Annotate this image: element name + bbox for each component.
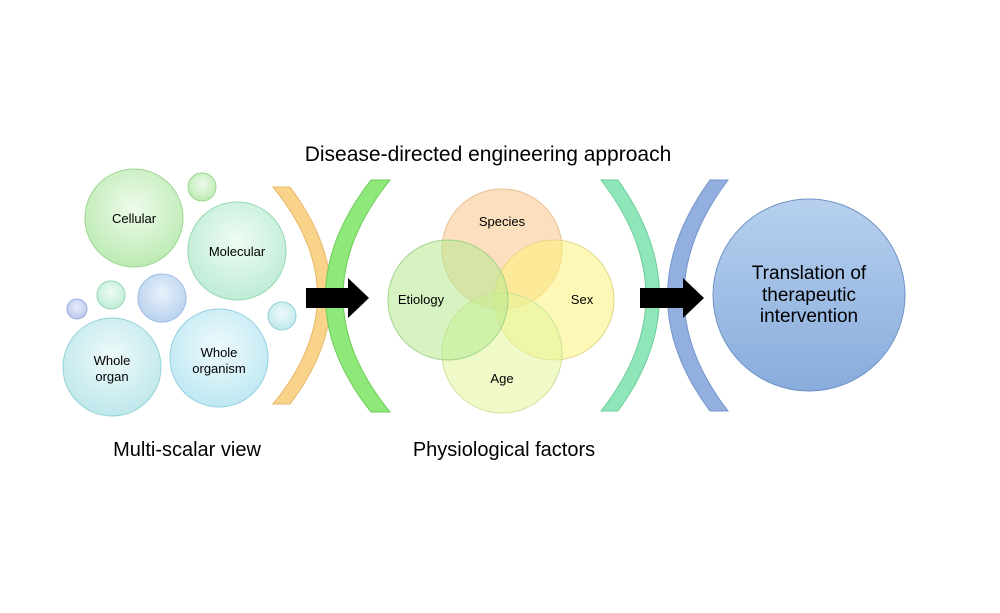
teal-arc — [599, 179, 660, 412]
multiscalar-cluster: Cellular Molecular Whole organ Whole org… — [62, 168, 297, 417]
physiological-venn: Species Etiology Sex Age — [387, 188, 615, 414]
species-label: Species — [479, 214, 526, 229]
arrow-right-1 — [306, 278, 369, 318]
molecular-bubble — [187, 201, 287, 301]
cellular-label: Cellular — [112, 211, 157, 226]
whole-organ-label-line2: organ — [95, 369, 128, 384]
whole-organism-bubble — [169, 308, 269, 408]
physiological-caption: Physiological factors — [413, 439, 595, 461]
sex-label: Sex — [571, 292, 594, 307]
cellular-bubble — [84, 168, 184, 268]
whole-organism-label-line2: organism — [192, 361, 245, 376]
small-bubble-green — [96, 280, 126, 310]
translation-label-line3: intervention — [760, 306, 858, 327]
small-bubble-lavender — [66, 298, 88, 320]
multiscalar-caption: Multi-scalar view — [113, 439, 261, 461]
translation-label-line1: Translation of — [752, 263, 867, 284]
small-bubble-top — [187, 172, 217, 202]
arrow-right-2 — [640, 278, 704, 318]
molecular-label: Molecular — [209, 244, 266, 259]
whole-organ-label-line1: Whole — [94, 353, 131, 368]
green-arc — [325, 179, 392, 413]
diagram-title: Disease-directed engineering approach — [305, 143, 672, 166]
blue-arc — [667, 179, 730, 412]
orange-arc — [271, 186, 332, 405]
whole-organ-bubble — [62, 317, 162, 417]
etiology-label: Etiology — [398, 292, 445, 307]
translation-circle — [712, 198, 906, 392]
etiology-circle — [387, 239, 509, 361]
small-bubble-blue — [137, 273, 187, 323]
age-label: Age — [490, 371, 513, 386]
whole-organism-label-line1: Whole — [201, 345, 238, 360]
small-bubble-right — [267, 301, 297, 331]
translation-label-line2: therapeutic — [762, 285, 856, 306]
